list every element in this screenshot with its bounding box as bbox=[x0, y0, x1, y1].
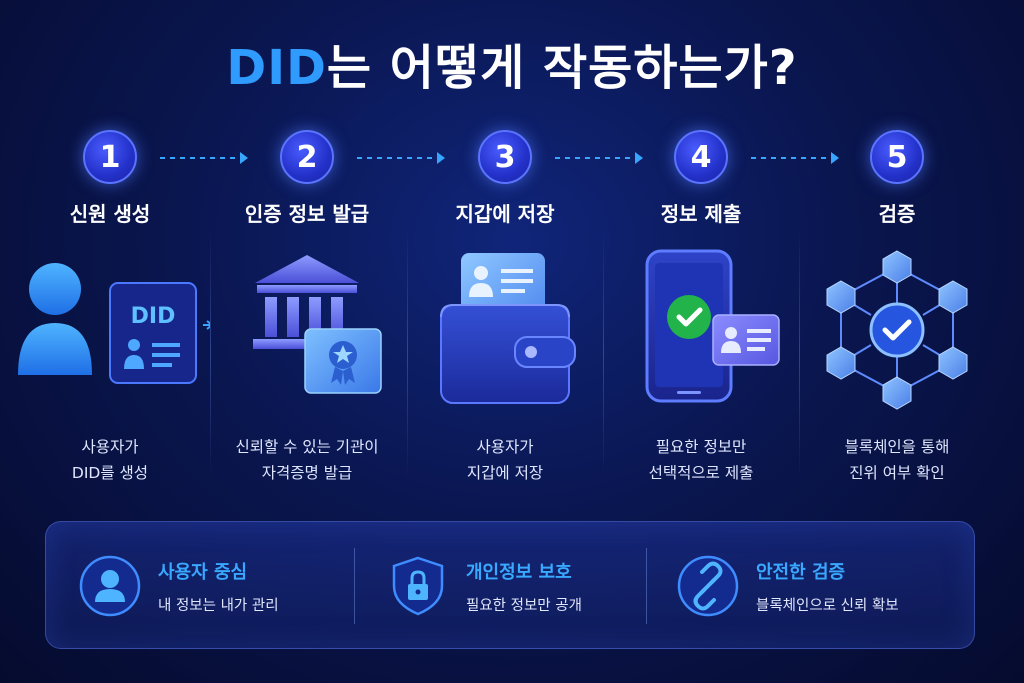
step-4-number: 4 bbox=[674, 130, 728, 184]
step-5-number: 5 bbox=[870, 130, 924, 184]
feature-secure-verification: 안전한 검증 블록체인으로 신뢰 확보 bbox=[676, 522, 899, 650]
connector-arrow-4-5 bbox=[751, 152, 839, 164]
step-1-title: 신원 생성 bbox=[69, 202, 151, 226]
step-3-number: 3 bbox=[478, 130, 532, 184]
phone-check-icon bbox=[587, 249, 780, 403]
step-2-illustration bbox=[207, 245, 407, 415]
feature-description: 블록체인으로 신뢰 확보 bbox=[756, 597, 899, 614]
institution-certificate-icon bbox=[253, 255, 382, 394]
step-3-title: 지갑에 저장 bbox=[455, 202, 555, 226]
connector-arrow-3-4 bbox=[555, 152, 643, 164]
feature-title: 개인정보 보호 bbox=[466, 561, 572, 583]
step-4-illustration bbox=[587, 245, 801, 415]
step-4-title: 정보 제출 bbox=[660, 202, 742, 226]
step-2-number: 2 bbox=[280, 130, 334, 184]
step-3-illustration bbox=[405, 245, 605, 415]
feature-divider bbox=[646, 548, 647, 624]
column-divider bbox=[799, 228, 800, 478]
feature-divider bbox=[354, 548, 355, 624]
user-icon bbox=[78, 554, 142, 618]
step-5-title: 검증 bbox=[878, 202, 916, 226]
step-5-illustration bbox=[797, 245, 997, 415]
link-icon bbox=[676, 554, 740, 618]
feature-description: 필요한 정보만 공개 bbox=[466, 597, 582, 614]
step-1-number: 1 bbox=[83, 130, 137, 184]
connector-arrow-1-2 bbox=[160, 152, 248, 164]
connector-arrow-2-3 bbox=[357, 152, 445, 164]
title-rest: 는 어떻게 작동하는가? bbox=[326, 40, 798, 96]
did-card-label: DID bbox=[131, 304, 176, 329]
step-1-illustration: DID bbox=[10, 245, 214, 415]
page-title: DID는 어떻게 작동하는가? bbox=[0, 28, 1024, 98]
shield-lock-icon bbox=[386, 554, 450, 618]
feature-description: 내 정보는 내가 관리 bbox=[158, 597, 279, 614]
feature-privacy: 개인정보 보호 필요한 정보만 공개 bbox=[386, 522, 582, 650]
feature-title: 안전한 검증 bbox=[756, 561, 846, 583]
blockchain-network-icon bbox=[826, 250, 968, 410]
title-accent: DID bbox=[226, 40, 327, 96]
column-divider bbox=[407, 228, 408, 478]
features-panel: 사용자 중심 내 정보는 내가 관리 개인정보 보호 필요한 정보만 공개 bbox=[45, 521, 975, 649]
column-divider bbox=[210, 228, 211, 478]
feature-title: 사용자 중심 bbox=[158, 561, 248, 583]
wallet-icon bbox=[440, 253, 576, 404]
feature-user-centric: 사용자 중심 내 정보는 내가 관리 bbox=[78, 522, 279, 650]
person-did-card-icon: DID bbox=[18, 263, 214, 384]
step-2-title: 인증 정보 발급 bbox=[244, 202, 370, 226]
column-divider bbox=[603, 228, 604, 478]
